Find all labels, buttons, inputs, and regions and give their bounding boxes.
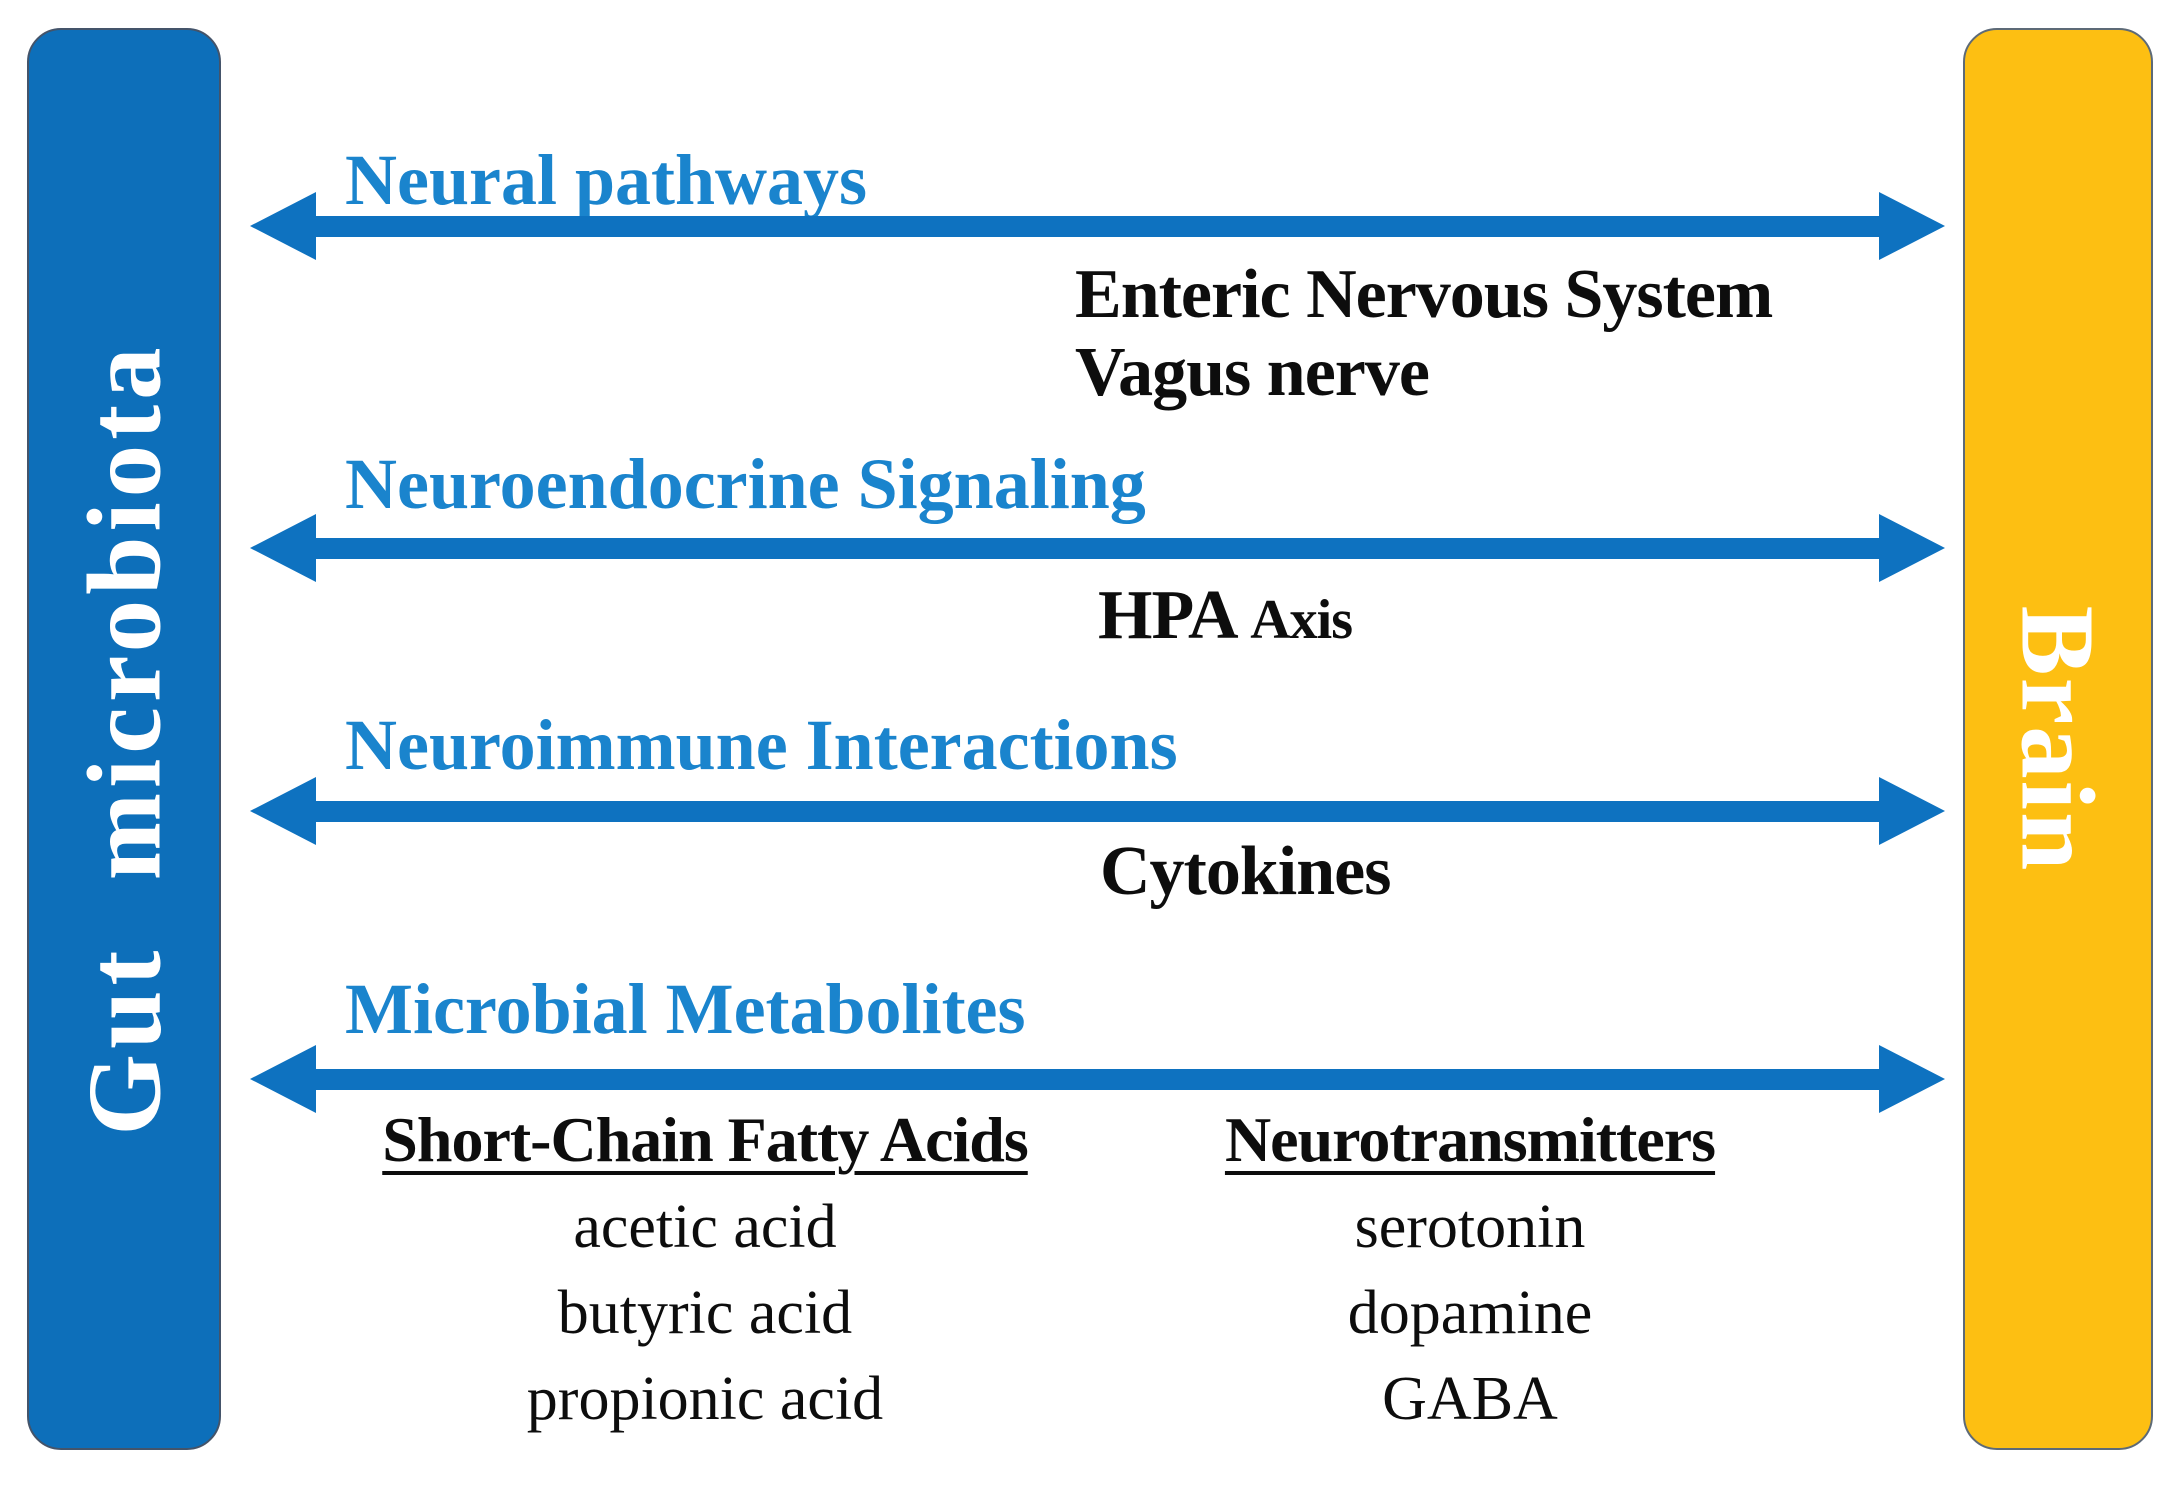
arrow-shaft (306, 538, 1889, 559)
mediator-line: Vagus nerve (1075, 334, 1430, 412)
brain-box: Brain (1963, 28, 2153, 1450)
arrowhead-left-icon (250, 1045, 316, 1113)
mediator-line-small: Axis (1250, 589, 1353, 651)
mediator-cytokines: Cytokines (1100, 833, 1391, 910)
list-item: dopamine (1347, 1279, 1593, 1347)
scfa-column: Short-Chain Fatty Acids acetic acid buty… (320, 1104, 1090, 1433)
arrow-shaft (306, 1069, 1889, 1090)
gut-microbiota-label: Gut microbiota (65, 342, 183, 1136)
arrowhead-right-icon (1879, 192, 1945, 260)
mediator-neural: Enteric Nervous System Vagus nerve (1075, 256, 1773, 413)
pathway-label-neuroimmune: Neuroimmune Interactions (345, 705, 1178, 785)
neurotransmitters-column: Neurotransmitters serotonin dopamine GAB… (1130, 1104, 1810, 1433)
list-item: serotonin (1354, 1193, 1586, 1261)
scfa-column-header: Short-Chain Fatty Acids (382, 1104, 1029, 1175)
arrowhead-right-icon (1879, 514, 1945, 582)
double-arrow-neuroimmune (250, 777, 1945, 845)
mediator-line: Enteric Nervous System (1075, 256, 1773, 333)
neurotransmitters-column-header: Neurotransmitters (1224, 1104, 1716, 1175)
list-item: GABA (1382, 1365, 1558, 1433)
arrowhead-right-icon (1879, 777, 1945, 845)
list-item: acetic acid (573, 1193, 837, 1261)
mediator-line: HPA (1098, 577, 1235, 654)
arrowhead-right-icon (1879, 1045, 1945, 1113)
arrowhead-left-icon (250, 777, 316, 845)
mediator-hpa-axis: HPA Axis (1098, 577, 1353, 655)
arrow-shaft (306, 216, 1889, 237)
double-arrow-neuroendocrine (250, 514, 1945, 582)
gut-microbiota-box: Gut microbiota (27, 28, 221, 1450)
pathway-label-metabolites: Microbial Metabolites (345, 969, 1026, 1049)
double-arrow-metabolites (250, 1045, 1945, 1113)
list-item: butyric acid (557, 1279, 853, 1347)
pathway-label-neuroendocrine: Neuroendocrine Signaling (345, 444, 1146, 524)
double-arrow-neural (250, 192, 1945, 260)
arrow-shaft (306, 801, 1889, 822)
arrowhead-left-icon (250, 192, 316, 260)
list-item: propionic acid (526, 1365, 884, 1433)
arrowhead-left-icon (250, 514, 316, 582)
pathway-label-neural: Neural pathways (345, 140, 868, 220)
brain-label: Brain (1999, 605, 2117, 873)
